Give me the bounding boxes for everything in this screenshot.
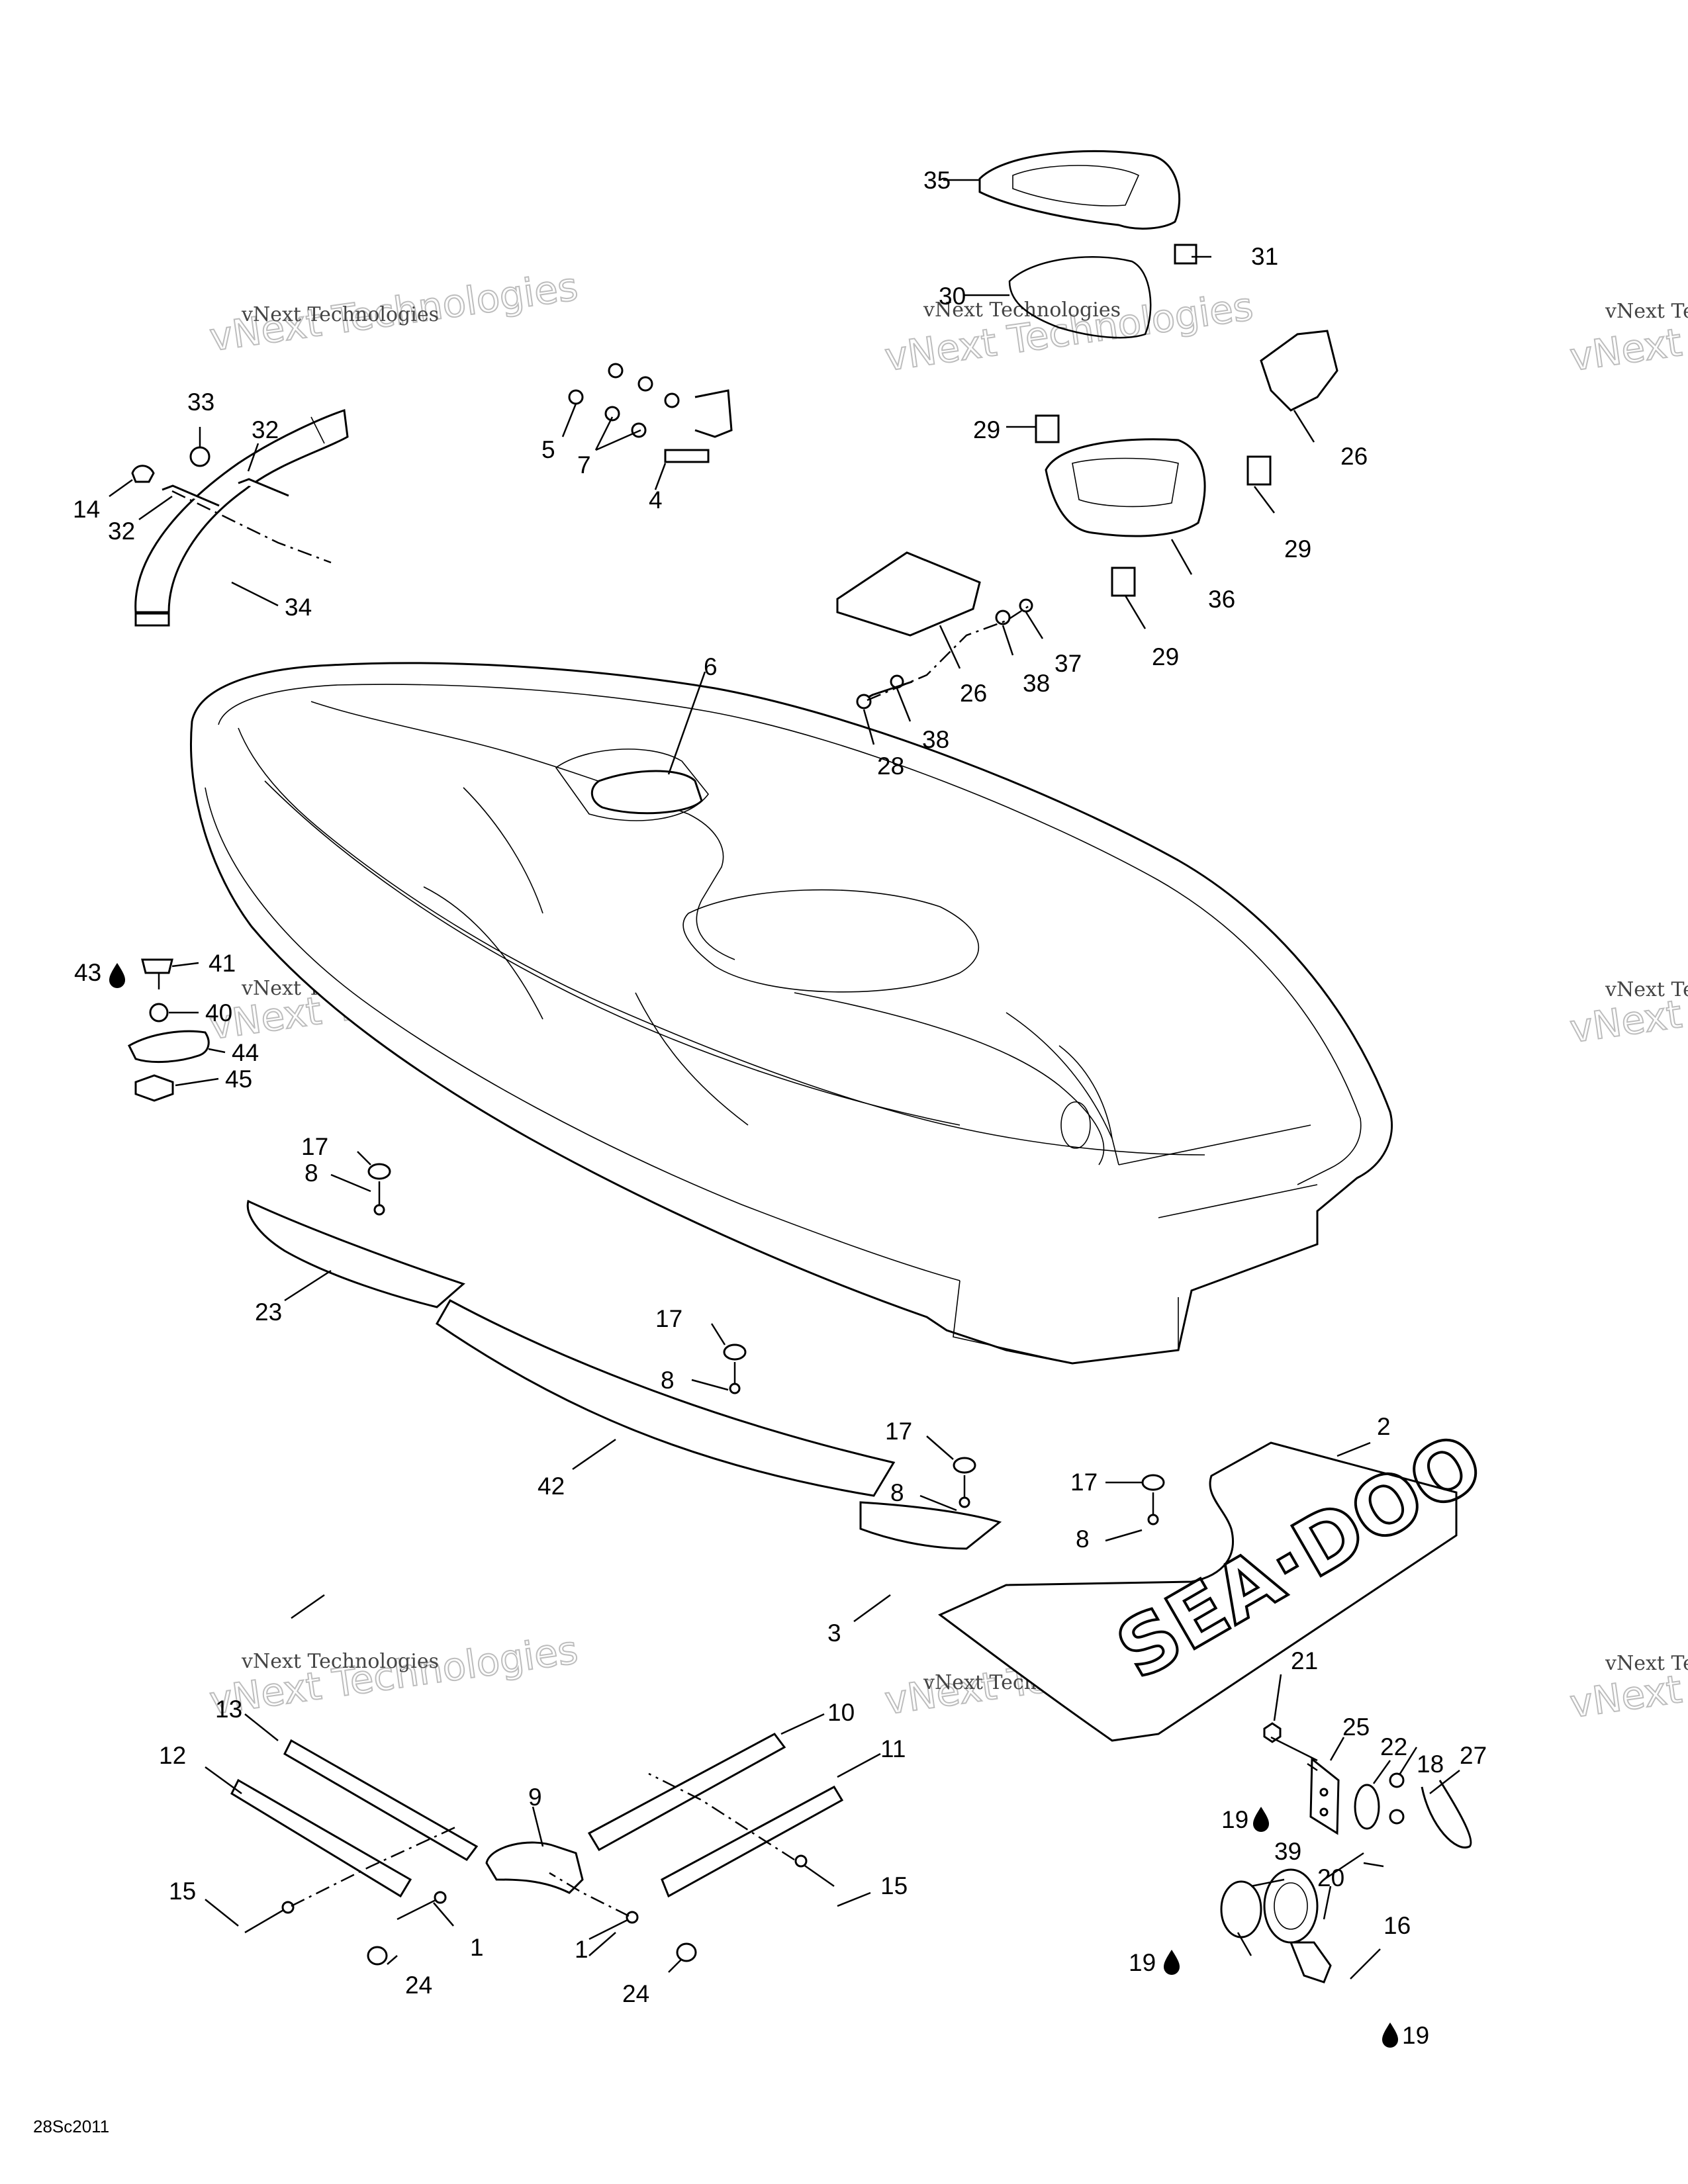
sealant-drop-icon bbox=[1164, 1950, 1180, 1975]
callout-14: 14 bbox=[73, 496, 100, 523]
callout-19-lower-right: 19 bbox=[1402, 2022, 1429, 2049]
mat-fasteners bbox=[367, 1163, 1165, 1525]
handle-hardware bbox=[568, 363, 733, 463]
callout-34: 34 bbox=[285, 594, 312, 621]
watermark-bottom-left: vNext Technologies vNext Technologies bbox=[206, 1627, 581, 1724]
leader-lines bbox=[109, 179, 1460, 1979]
watermark-outline-text: vNext Technologies bbox=[1567, 284, 1688, 380]
callout-37: 37 bbox=[1055, 650, 1082, 677]
callout-26-upper: 26 bbox=[1340, 443, 1368, 470]
part-hatch-seal bbox=[590, 770, 703, 815]
callout-26-lower: 26 bbox=[960, 680, 987, 707]
callout-32-lower: 32 bbox=[108, 518, 135, 545]
callout-8-b: 8 bbox=[661, 1367, 675, 1394]
callout-1-left: 1 bbox=[470, 1934, 484, 1961]
callout-8-c: 8 bbox=[890, 1479, 904, 1506]
callout-15-right: 15 bbox=[880, 1872, 908, 1899]
callout-9: 9 bbox=[528, 1784, 542, 1811]
callout-1-right: 1 bbox=[575, 1936, 588, 1963]
callouts: 35 31 30 26 29 29 36 29 37 38 26 38 28 6… bbox=[73, 167, 1487, 2049]
callout-35: 35 bbox=[923, 167, 951, 194]
callout-38-lower: 38 bbox=[922, 726, 949, 753]
callout-4: 4 bbox=[649, 486, 663, 514]
callout-41: 41 bbox=[209, 950, 236, 977]
watermark-text: vNext Technologies bbox=[1605, 300, 1688, 323]
callout-19-lower-left: 19 bbox=[1129, 1949, 1156, 1976]
watermark-outline-text: vNext Technologies bbox=[1567, 1631, 1688, 1727]
callout-39: 39 bbox=[1274, 1838, 1301, 1865]
figure-reference: 28Sc2011 bbox=[33, 2116, 109, 2136]
sealant-drop-icon bbox=[1253, 1807, 1269, 1832]
callout-17-c: 17 bbox=[885, 1418, 912, 1445]
callout-18: 18 bbox=[1417, 1751, 1444, 1778]
watermark-text: vNext Technologies bbox=[923, 298, 1121, 322]
callout-10: 10 bbox=[827, 1699, 855, 1726]
watermark-text: vNext Technologies bbox=[1605, 1652, 1688, 1675]
callout-2: 2 bbox=[1377, 1413, 1391, 1440]
storage-assembly bbox=[836, 150, 1338, 709]
watermark-outline-text: vNext Technologies bbox=[207, 1627, 580, 1723]
watermark-top-left: vNext Technologies vNext Technologies bbox=[206, 263, 581, 361]
callout-24-left: 24 bbox=[405, 1972, 432, 1999]
watermark-text: vNext Technologies bbox=[1605, 978, 1688, 1001]
callout-8-d: 8 bbox=[1076, 1525, 1090, 1553]
callout-6: 6 bbox=[704, 653, 718, 680]
tow-eye-hardware bbox=[128, 958, 210, 1102]
callout-27: 27 bbox=[1460, 1742, 1487, 1769]
watermark-outline-text: vNext Technologies bbox=[1567, 956, 1688, 1052]
sealant-drop-icon bbox=[1382, 2023, 1398, 2048]
callout-31: 31 bbox=[1251, 243, 1278, 270]
callout-38-upper: 38 bbox=[1023, 670, 1050, 697]
callout-20: 20 bbox=[1317, 1864, 1344, 1891]
callout-23: 23 bbox=[255, 1298, 282, 1326]
callout-28: 28 bbox=[877, 752, 904, 780]
rear-handle bbox=[131, 408, 349, 627]
callout-17-b: 17 bbox=[655, 1305, 682, 1332]
callout-29-left: 29 bbox=[973, 416, 1000, 443]
callout-12: 12 bbox=[159, 1742, 186, 1769]
callout-17-a: 17 bbox=[301, 1133, 328, 1160]
watermark-top-right: vNext Technologies vNext Technologies bbox=[1566, 283, 1688, 381]
callout-11: 11 bbox=[880, 1735, 906, 1762]
watermark-text: vNext Technologies bbox=[241, 303, 439, 326]
callout-29-right: 29 bbox=[1284, 535, 1311, 563]
callout-32-upper: 32 bbox=[252, 416, 279, 443]
callout-22: 22 bbox=[1380, 1733, 1407, 1760]
callout-25: 25 bbox=[1342, 1713, 1370, 1741]
watermark-mid-right: vNext Technologies vNext Technologies bbox=[1566, 955, 1688, 1052]
callout-5: 5 bbox=[541, 436, 555, 463]
callout-21: 21 bbox=[1291, 1647, 1318, 1674]
callout-17-d: 17 bbox=[1070, 1469, 1098, 1496]
callout-19-upper: 19 bbox=[1221, 1806, 1248, 1833]
watermark-text: vNext Technologies bbox=[241, 1650, 439, 1673]
callout-8-a: 8 bbox=[305, 1160, 318, 1187]
callout-24-right: 24 bbox=[622, 1980, 649, 2007]
callout-30: 30 bbox=[939, 283, 966, 310]
callout-15-left: 15 bbox=[169, 1878, 196, 1905]
watermark-bottom-right: vNext Technologies vNext Technologies bbox=[1566, 1630, 1688, 1727]
callout-3: 3 bbox=[827, 1619, 841, 1647]
callout-16: 16 bbox=[1383, 1912, 1411, 1939]
callout-7: 7 bbox=[577, 451, 591, 478]
callout-40: 40 bbox=[205, 999, 232, 1026]
callout-33: 33 bbox=[187, 388, 214, 416]
callout-29-bottom: 29 bbox=[1152, 643, 1179, 670]
callout-13: 13 bbox=[215, 1696, 242, 1723]
callout-42: 42 bbox=[538, 1473, 565, 1500]
trim-strips bbox=[230, 1733, 844, 1966]
sealant-drop-icon bbox=[109, 963, 125, 988]
drain-plug-assembly bbox=[1220, 1722, 1472, 1983]
hull-deck bbox=[189, 662, 1393, 1365]
callout-36: 36 bbox=[1208, 586, 1235, 613]
callout-45: 45 bbox=[225, 1066, 252, 1093]
callout-43: 43 bbox=[74, 959, 101, 986]
callout-44: 44 bbox=[232, 1039, 259, 1066]
